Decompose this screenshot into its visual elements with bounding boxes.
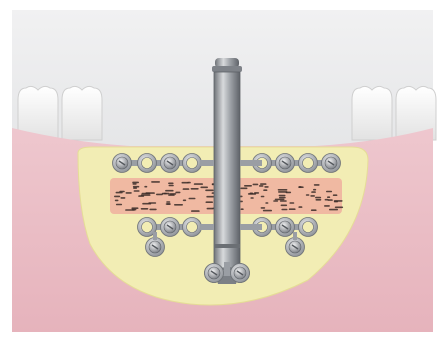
molar-tooth-icon [352,86,392,140]
bone-plate [138,218,202,237]
screw-head-icon [279,157,291,169]
screw-head-icon [208,267,220,279]
screw-head-icon [164,221,176,233]
screw-hole-icon [142,158,153,169]
bone-plate [146,238,165,257]
screw-hole-icon [187,222,198,233]
bone-plate [286,238,305,257]
screw-head-icon [325,157,337,169]
screw-hole-icon [142,222,153,233]
screw-head-icon [149,241,161,253]
bone-plate [253,218,318,237]
screw-head-icon [289,241,301,253]
molar-tooth-icon [62,86,102,140]
screw-head-icon [234,267,246,279]
implant-post-icon [212,58,242,284]
screw-hole-icon [187,158,198,169]
screw-head-icon [116,157,128,169]
screw-head-icon [164,157,176,169]
screw-hole-icon [303,158,314,169]
screw-hole-icon [303,222,314,233]
screw-head-icon [279,221,291,233]
